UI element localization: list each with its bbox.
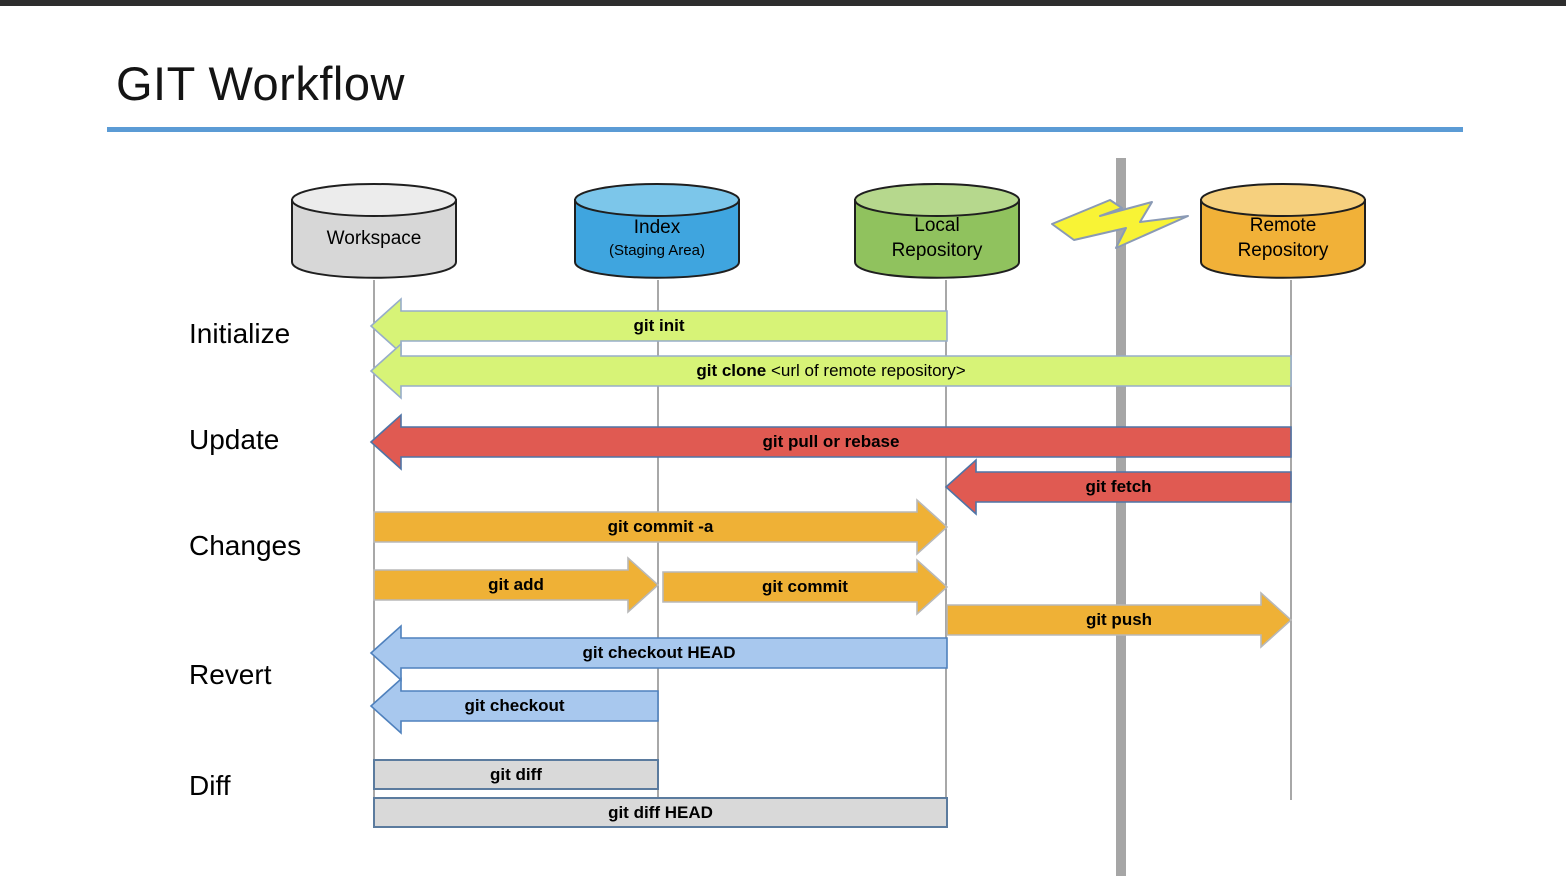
git-add-command-text: git add <box>488 575 544 594</box>
local-remote-separator <box>1116 158 1126 876</box>
row-label-changes: Changes <box>189 530 302 561</box>
arrow-git-add <box>373 556 660 614</box>
git-diff-head-command-text: git diff HEAD <box>608 802 713 822</box>
git-checkout-command-text: git checkout <box>464 696 565 715</box>
git-fetch-command-text: git fetch <box>1085 477 1152 496</box>
row-label-update: Update <box>189 424 280 455</box>
git-clone-label: git clone <url of remote repository> <box>371 358 1291 384</box>
remote-repository-label-line2: Repository <box>1237 240 1329 261</box>
lightning-bolt-icon <box>1051 199 1189 249</box>
local-repository-label-line2: Repository <box>891 240 983 261</box>
git-add-label: git add <box>374 572 658 598</box>
index-cylinder <box>574 183 740 279</box>
arrow-git-checkout <box>369 677 659 735</box>
git-commit-a-label: git commit -a <box>374 514 947 540</box>
git-checkout-head-command-text: git checkout HEAD <box>582 643 736 662</box>
box-git-diff-head <box>373 797 948 828</box>
git-init-command-text: git init <box>633 316 685 335</box>
remote-repository-cylinder <box>1200 183 1366 279</box>
box-git-diff <box>373 759 659 790</box>
git-fetch-label: git fetch <box>946 474 1291 500</box>
row-label-diff: Diff <box>189 770 231 801</box>
index-label: Index (Staging Area) <box>547 207 767 269</box>
row-label-initialize: Initialize <box>189 318 291 349</box>
git-push-command-text: git push <box>1085 610 1153 629</box>
workspace-cylinder <box>291 183 457 279</box>
index-label-line2: (Staging Area) <box>609 242 705 259</box>
git-checkout-head-label: git checkout HEAD <box>371 640 947 666</box>
local-repository-label-line1: Local <box>914 215 960 236</box>
index-label-line1: Index <box>633 217 681 238</box>
workspace-label: Workspace <box>264 207 484 269</box>
git-clone-argument-text: <url of remote repository> <box>766 361 966 380</box>
git-checkout-label: git checkout <box>371 693 658 719</box>
row-label-revert: Revert <box>189 659 272 690</box>
arrow-git-clone <box>369 342 1292 400</box>
arrow-git-push <box>946 591 1293 649</box>
page-title: GIT Workflow <box>116 57 405 110</box>
git-pull-or-rebase-command-text: git pull or rebase <box>762 432 900 451</box>
git-push-label: git push <box>947 607 1291 633</box>
git-diff-head-label: git diff HEAD <box>374 798 947 827</box>
remote-repository-label-line1: Remote <box>1249 215 1317 236</box>
git-clone-command-text: git clone <box>696 361 767 380</box>
git-diff-label: git diff <box>374 760 658 789</box>
git-commit-a-command-text: git commit -a <box>607 517 714 536</box>
arrow-git-commit <box>662 558 949 616</box>
git-commit-label: git commit <box>663 574 947 600</box>
arrow-git-fetch <box>944 458 1292 516</box>
window-top-bar <box>0 0 1566 6</box>
git-init-label: git init <box>371 313 947 339</box>
git-diff-command-text: git diff <box>490 764 542 784</box>
local-repository-cylinder <box>854 183 1020 279</box>
title-underline <box>107 127 1463 132</box>
workspace-label-line1: Workspace <box>326 227 422 249</box>
arrow-git-commit-a <box>373 498 949 556</box>
arrow-git-pull-or-rebase <box>369 413 1292 471</box>
git-commit-command-text: git commit <box>762 577 848 596</box>
git-pull-or-rebase-label: git pull or rebase <box>371 429 1291 455</box>
